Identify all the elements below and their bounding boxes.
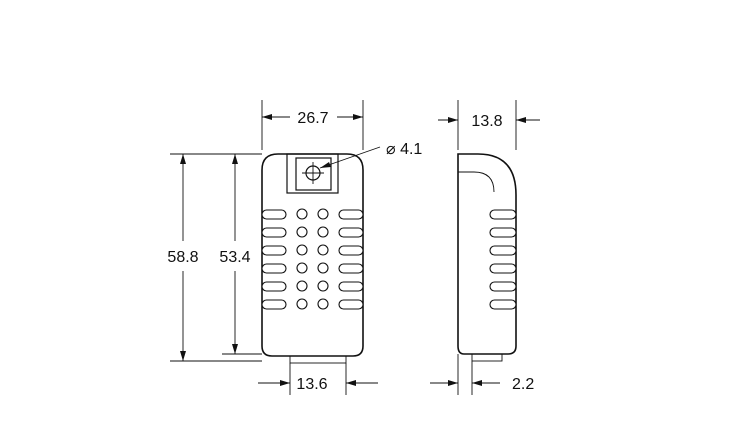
left-vent-slots [261, 209, 287, 310]
vent-slot [338, 281, 364, 292]
vent-hole [317, 208, 329, 220]
center-vent-holes [296, 208, 329, 310]
vent-slot [261, 209, 287, 220]
vent-hole [317, 280, 329, 292]
dim-label-side-bottom: 2.2 [512, 376, 534, 393]
dim-label-side-depth: 13.8 [471, 113, 502, 130]
fin [489, 281, 517, 292]
vent-hole [296, 226, 308, 238]
mount-tab-inner [295, 157, 332, 191]
vent-hole [317, 226, 329, 238]
dim-label-overall-height: 58.8 [167, 249, 198, 266]
front-view: 26.7 ⌀ 4.1 58.8 53.4 [167, 100, 422, 395]
vent-slot [338, 263, 364, 274]
vent-hole [296, 298, 308, 310]
vent-slot [261, 227, 287, 238]
vent-hole [296, 280, 308, 292]
dim-body-height: 53.4 [219, 154, 262, 355]
vent-slot [338, 227, 364, 238]
dim-front-width: 26.7 [261, 100, 364, 150]
vent-hole [317, 262, 329, 274]
vent-slot [338, 299, 364, 310]
vent-hole [296, 208, 308, 220]
side-view: 13.8 2.2 [430, 100, 540, 395]
vent-slot [261, 299, 287, 310]
mount-tab-outer [286, 153, 339, 194]
fin [489, 209, 517, 220]
front-bottom-tab [289, 355, 347, 364]
side-bottom-tab [471, 353, 503, 362]
dim-hole-diameter: ⌀ 4.1 [319, 141, 422, 169]
dim-side-depth: 13.8 [438, 100, 540, 150]
dim-label-body-height: 53.4 [219, 249, 250, 266]
dim-side-bottom: 2.2 [430, 354, 534, 395]
vent-slot [261, 263, 287, 274]
dim-bottom-width: 13.6 [258, 363, 378, 395]
vent-hole [317, 298, 329, 310]
fin [489, 227, 517, 238]
vent-slot [338, 209, 364, 220]
side-inner-curve [458, 171, 495, 193]
vent-hole [317, 244, 329, 256]
dim-label-hole-diameter: ⌀ 4.1 [386, 141, 422, 158]
fin [489, 299, 517, 310]
fin [489, 245, 517, 256]
vent-slot [338, 245, 364, 256]
fin [489, 263, 517, 274]
side-fins [489, 209, 517, 310]
vent-slot [261, 245, 287, 256]
dim-label-bottom-width: 13.6 [296, 376, 327, 393]
vent-hole [296, 244, 308, 256]
dim-overall-height: 58.8 [167, 153, 262, 362]
dim-label-front-width: 26.7 [297, 110, 328, 127]
vent-slot [261, 281, 287, 292]
front-body-outline [261, 153, 364, 357]
right-vent-slots [338, 209, 364, 310]
vent-hole [296, 262, 308, 274]
